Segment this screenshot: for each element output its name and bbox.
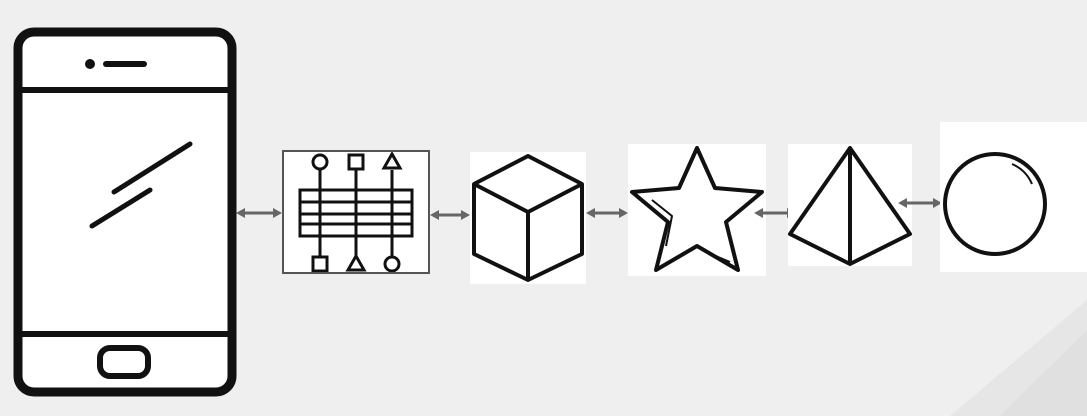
cube-node [470,152,586,284]
pyramid-node [788,144,912,266]
smartphone-node [12,26,238,398]
circuit-board-icon [298,152,414,272]
pyramid-icon [788,146,912,266]
link-arrow-pyramid-sphere [898,196,942,210]
link-arrow-phone-hub [236,206,282,220]
sphere-icon [943,152,1047,256]
cube-icon [472,154,584,282]
smartphone-icon [13,27,237,397]
sphere-node [940,122,1087,272]
star-node [628,144,766,276]
star-icon [630,146,764,272]
circuit-board-node [282,150,430,274]
link-arrow-cube-star [586,206,628,220]
link-arrow-hub-cube [430,208,470,222]
